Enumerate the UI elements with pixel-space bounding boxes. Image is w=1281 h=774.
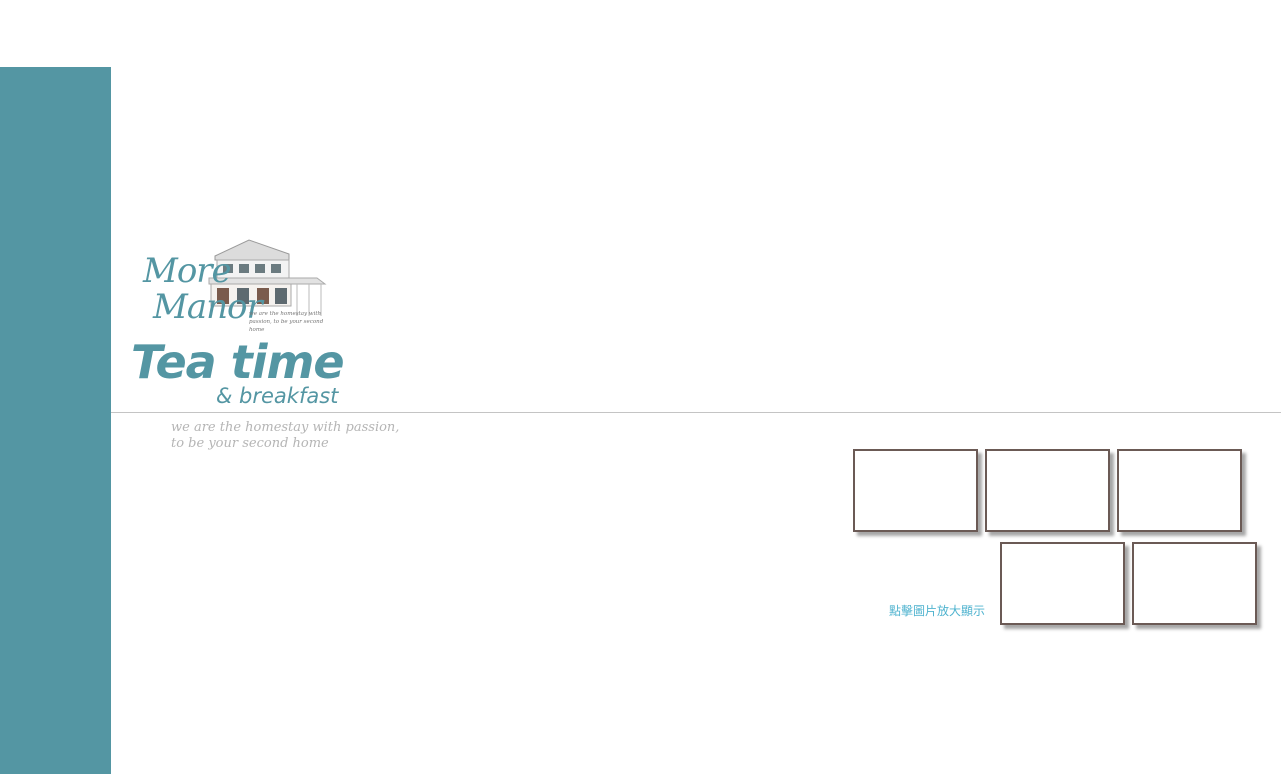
gallery-thumbnail-1[interactable] bbox=[853, 449, 978, 532]
gallery-thumbnail-5[interactable] bbox=[1132, 542, 1257, 625]
gallery-zoom-hint: 點擊圖片放大顯示 bbox=[889, 604, 986, 618]
horizontal-divider bbox=[111, 412, 1281, 413]
page-title: Tea time bbox=[131, 335, 345, 389]
motto-line-2: to be your second home bbox=[171, 436, 329, 451]
motto-line-1: we are the homestay with passion, bbox=[171, 420, 400, 435]
house-icon bbox=[208, 239, 327, 316]
more-manor-logo[interactable]: More Manor we are the homestay with pass… bbox=[133, 238, 333, 333]
page-subtitle: & breakfast bbox=[216, 384, 339, 408]
gallery-thumbnail-3[interactable] bbox=[1117, 449, 1242, 532]
left-sidebar-band bbox=[0, 67, 111, 774]
gallery-thumbnail-4[interactable] bbox=[1000, 542, 1125, 625]
logo-tagline: we are the homestay with passion, to be … bbox=[249, 311, 324, 333]
gallery-thumbnail-2[interactable] bbox=[985, 449, 1110, 532]
logo-word-more: More bbox=[143, 251, 232, 291]
logo-word-manor: Manor bbox=[153, 287, 263, 327]
motto-text: we are the homestay with passion, to be … bbox=[171, 420, 399, 452]
